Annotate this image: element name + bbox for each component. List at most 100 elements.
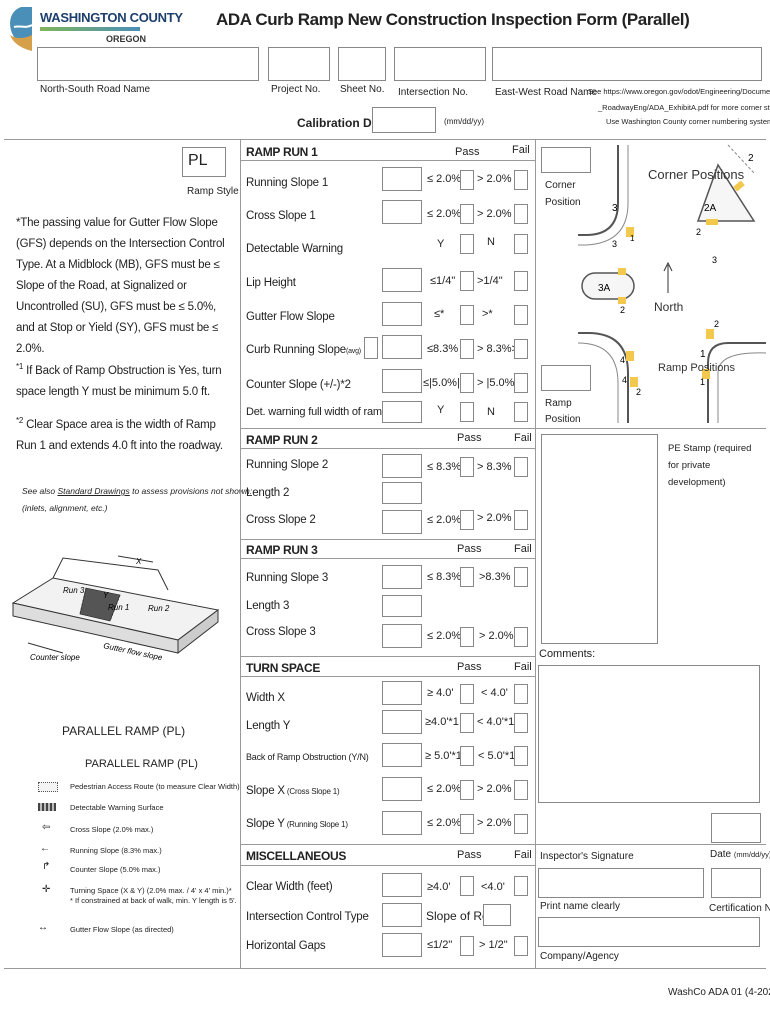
pe-stamp-area[interactable] xyxy=(541,434,658,644)
column-divider xyxy=(535,140,536,968)
ramp-run-1-pass-header: Pass xyxy=(455,146,480,158)
ns-road-input[interactable] xyxy=(37,47,259,81)
print-name-input[interactable] xyxy=(538,917,760,947)
slope-of-rd-input[interactable] xyxy=(483,904,511,926)
ramp-position-input[interactable] xyxy=(541,365,591,391)
ns-road-label: North-South Road Name xyxy=(40,84,151,95)
length-2-input[interactable] xyxy=(382,482,422,504)
slope-y-input[interactable] xyxy=(382,811,422,835)
length-y-input[interactable] xyxy=(382,710,422,734)
curb-running-slope-pass-checkbox[interactable] xyxy=(460,339,474,359)
curb-running-slope-fail-checkbox[interactable] xyxy=(514,339,528,359)
detectable-warning-pass-checkbox[interactable] xyxy=(460,234,474,254)
project-no-input[interactable] xyxy=(268,47,330,81)
slope-x-fail-checkbox[interactable] xyxy=(514,780,528,800)
project-no-label: Project No. xyxy=(271,84,321,95)
org-underline xyxy=(40,27,140,31)
det-warning-width-pass-checkbox[interactable] xyxy=(460,402,474,422)
running-slope-3-fail: >8.3% xyxy=(479,571,511,583)
gutter-flow-slope-label: Gutter Flow Slope xyxy=(246,311,335,323)
horizontal-gaps-input[interactable] xyxy=(382,933,422,957)
counter-slope-label: Counter Slope (+/-)*2 xyxy=(246,379,351,391)
corner-number: 2 xyxy=(636,387,641,397)
cross-slope-3-fail-checkbox[interactable] xyxy=(514,627,528,647)
ramp-style-box[interactable]: PL xyxy=(182,147,226,177)
running-slope-1-input[interactable] xyxy=(382,167,422,191)
clear-width-input[interactable] xyxy=(382,873,422,897)
det-warning-width-input[interactable] xyxy=(382,401,422,423)
clear-width-pass-checkbox[interactable] xyxy=(460,876,474,896)
slope-x-fail: > 2.0% xyxy=(477,783,512,795)
detectable-warning-pass: Y xyxy=(437,238,445,250)
corner-position-input[interactable] xyxy=(541,147,591,173)
control-type-input[interactable] xyxy=(382,903,422,927)
cross-slope-3-pass-checkbox[interactable] xyxy=(460,627,474,647)
calibration-date-input[interactable] xyxy=(372,107,436,133)
running-slope-3-input[interactable] xyxy=(382,565,422,589)
corner-styles-note-3: Use Washington County corner numbering s… xyxy=(606,117,770,126)
curb-running-slope-input-2[interactable] xyxy=(382,335,422,359)
clear-width-pass: ≥4.0' xyxy=(427,881,451,893)
section-divider xyxy=(4,139,766,140)
intersection-no-input[interactable] xyxy=(394,47,486,81)
running-slope-1-pass-checkbox[interactable] xyxy=(460,170,474,190)
width-x-input[interactable] xyxy=(382,681,422,705)
inspector-signature-input[interactable] xyxy=(538,868,704,898)
cross-slope-1-fail-checkbox[interactable] xyxy=(514,204,528,224)
counter-slope-arrow-icon: ↱ xyxy=(42,861,51,872)
width-x-pass-checkbox[interactable] xyxy=(460,684,474,704)
counter-slope-input[interactable] xyxy=(382,369,422,393)
sheet-no-input[interactable] xyxy=(338,47,386,81)
lip-height-pass: ≤1/4" xyxy=(430,275,456,287)
slope-x-input[interactable] xyxy=(382,777,422,801)
ew-road-input[interactable] xyxy=(492,47,762,81)
cross-slope-1-input[interactable] xyxy=(382,200,422,224)
counter-slope-pass-checkbox[interactable] xyxy=(460,373,474,393)
back-of-ramp-fail-checkbox[interactable] xyxy=(514,746,528,766)
cross-slope-2-pass-checkbox[interactable] xyxy=(460,510,474,530)
clear-width-label: Clear Width (feet) xyxy=(246,881,333,893)
slope-y-pass: ≤ 2.0% xyxy=(427,817,462,829)
comments-input[interactable] xyxy=(538,665,760,803)
back-of-ramp-input[interactable] xyxy=(382,743,422,767)
length-y-pass-checkbox[interactable] xyxy=(460,713,474,733)
cross-slope-2-fail-checkbox[interactable] xyxy=(514,510,528,530)
running-slope-2-input[interactable] xyxy=(382,454,422,478)
detectable-warning-fail: N xyxy=(487,236,495,248)
cross-slope-3-input[interactable] xyxy=(382,624,422,648)
running-slope-3-fail-checkbox[interactable] xyxy=(514,567,528,587)
lip-height-pass-checkbox[interactable] xyxy=(460,271,474,291)
length-3-input[interactable] xyxy=(382,595,422,617)
date-input[interactable] xyxy=(711,813,761,843)
width-x-fail-checkbox[interactable] xyxy=(514,684,528,704)
clear-width-fail-checkbox[interactable] xyxy=(514,876,528,896)
counter-slope-fail-checkbox[interactable] xyxy=(514,373,528,393)
cross-slope-2-input[interactable] xyxy=(382,510,422,534)
horizontal-gaps-fail-checkbox[interactable] xyxy=(514,936,528,956)
running-slope-2-pass-checkbox[interactable] xyxy=(460,457,474,477)
curb-running-slope-input[interactable] xyxy=(364,337,378,359)
certification-input[interactable] xyxy=(711,868,761,898)
detectable-warning-fail-checkbox[interactable] xyxy=(514,234,528,254)
slope-x-pass-checkbox[interactable] xyxy=(460,780,474,800)
slope-y-fail-checkbox[interactable] xyxy=(514,814,528,834)
back-of-ramp-pass-checkbox[interactable] xyxy=(460,746,474,766)
sheet-no-label: Sheet No. xyxy=(340,84,385,95)
gutter-flow-slope-pass-checkbox[interactable] xyxy=(460,305,474,325)
lip-height-input[interactable] xyxy=(382,268,422,292)
gutter-flow-slope-input[interactable] xyxy=(382,302,422,326)
horizontal-gaps-pass-checkbox[interactable] xyxy=(460,936,474,956)
gutter-flow-slope-fail-checkbox[interactable] xyxy=(514,305,528,325)
lip-height-fail-checkbox[interactable] xyxy=(514,271,528,291)
running-slope-1-fail-checkbox[interactable] xyxy=(514,170,528,190)
running-slope-2-fail-checkbox[interactable] xyxy=(514,457,528,477)
section-divider xyxy=(241,865,535,866)
slope-y-pass-checkbox[interactable] xyxy=(460,814,474,834)
standard-drawings-link[interactable]: Standard Drawings xyxy=(57,486,130,496)
corner-positions-label: Corner Positions xyxy=(648,167,745,182)
running-slope-3-pass-checkbox[interactable] xyxy=(460,567,474,587)
det-warning-width-fail-checkbox[interactable] xyxy=(514,402,528,422)
length-y-fail-checkbox[interactable] xyxy=(514,713,528,733)
ramp-position-label: Ramp Position xyxy=(545,398,581,425)
cross-slope-1-pass-checkbox[interactable] xyxy=(460,204,474,224)
